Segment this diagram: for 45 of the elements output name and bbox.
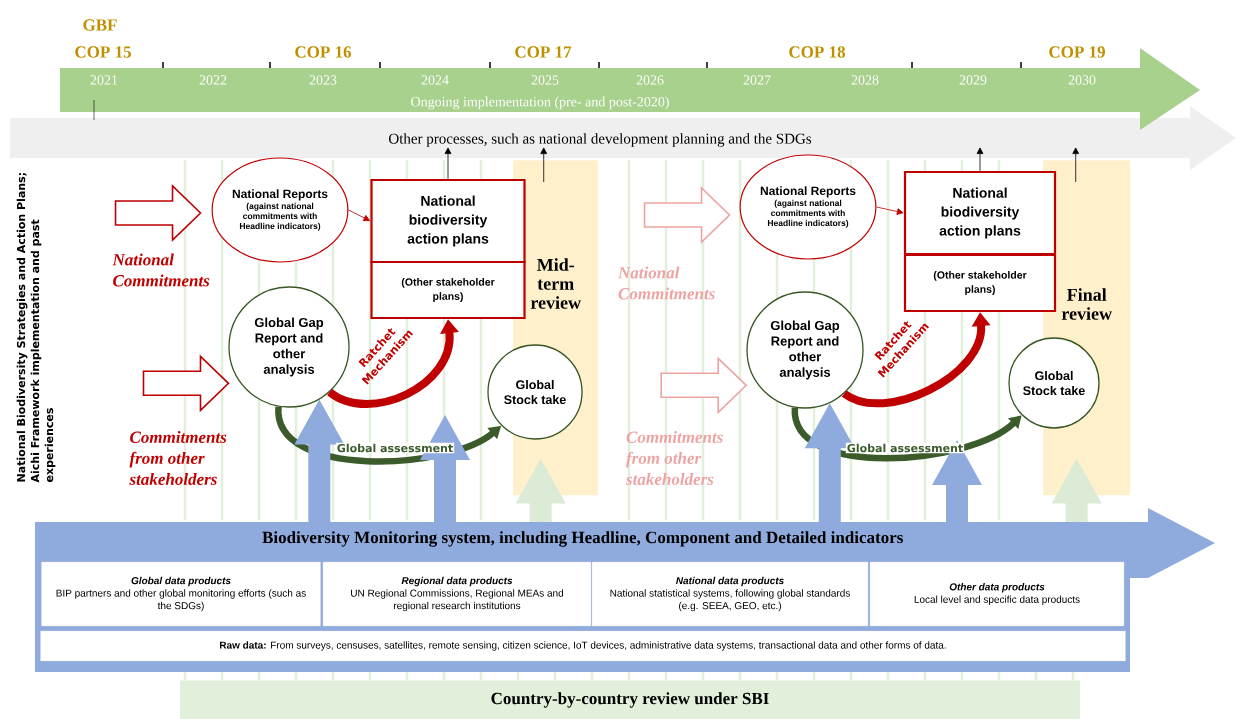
year-label: 2025 [531,75,559,85]
year-label: 2022 [199,75,227,85]
cop-label: GBF [83,19,117,31]
year-label: 2026 [636,75,664,85]
year-label: 2024 [421,75,449,85]
year-label: 2023 [309,75,337,85]
plan-box: (Other stakeholder plans) [370,260,526,320]
year-label: 2030 [1068,75,1096,85]
cop-label: COP 16 [295,46,352,58]
arrow [540,147,548,183]
data-cell: Global data products BIP partners and other global monitoring efforts (such as the SDGs) [41,561,321,627]
plan-box: (Other stakeholder plans) [903,253,1057,313]
curved-arrow [791,407,1022,462]
year-label: 2028 [851,75,879,85]
year-label: 2029 [959,75,987,85]
data-cell: Other data products Local level and specific data products [869,561,1125,627]
year-label: 2021 [90,75,118,85]
review-band: Country-by-country review under SBI [180,680,1080,719]
up-arrow [932,440,982,522]
up-arrow [515,458,566,522]
edge-label: National Commitments [617,266,715,300]
arrow [976,147,984,172]
edge-label: National Commitments [112,253,210,287]
up-arrow [804,403,855,522]
plan-box: National biodiversity action plans [370,178,526,264]
data-cell: Raw data: From surveys, censuses, satellites, remote sensing, citizen science, IoT devices, administrative data systems, transactional data and other forms of data. [40,630,1126,662]
year-label: 2027 [743,75,771,85]
arrow [444,147,452,180]
cop-label: COP 17 [515,46,572,58]
plan-box: National biodiversity action plans [903,170,1057,256]
up-arrow [294,399,345,522]
edge-label: Global assessment [335,442,455,454]
arrow [348,209,370,222]
up-arrow [1051,458,1102,522]
arrow [876,206,904,215]
edge-label: Commitments from other stakeholders [625,431,723,485]
up-arrow [420,415,470,522]
edge-label: Global assessment [845,442,965,454]
data-cell: Regional data products UN Regional Commissions, Regional MEAs and regional research institutions [322,561,592,627]
cop-label: COP 19 [1049,46,1105,58]
cop-label: COP 15 [75,46,131,58]
data-cell: National data products National statistical systems, following global standards (e.g. SEEA, GEO, etc.) [591,561,869,627]
cop-label: COP 18 [789,46,845,58]
arrow [1072,147,1080,183]
edge-label: Commitments from other stakeholders [129,431,227,485]
